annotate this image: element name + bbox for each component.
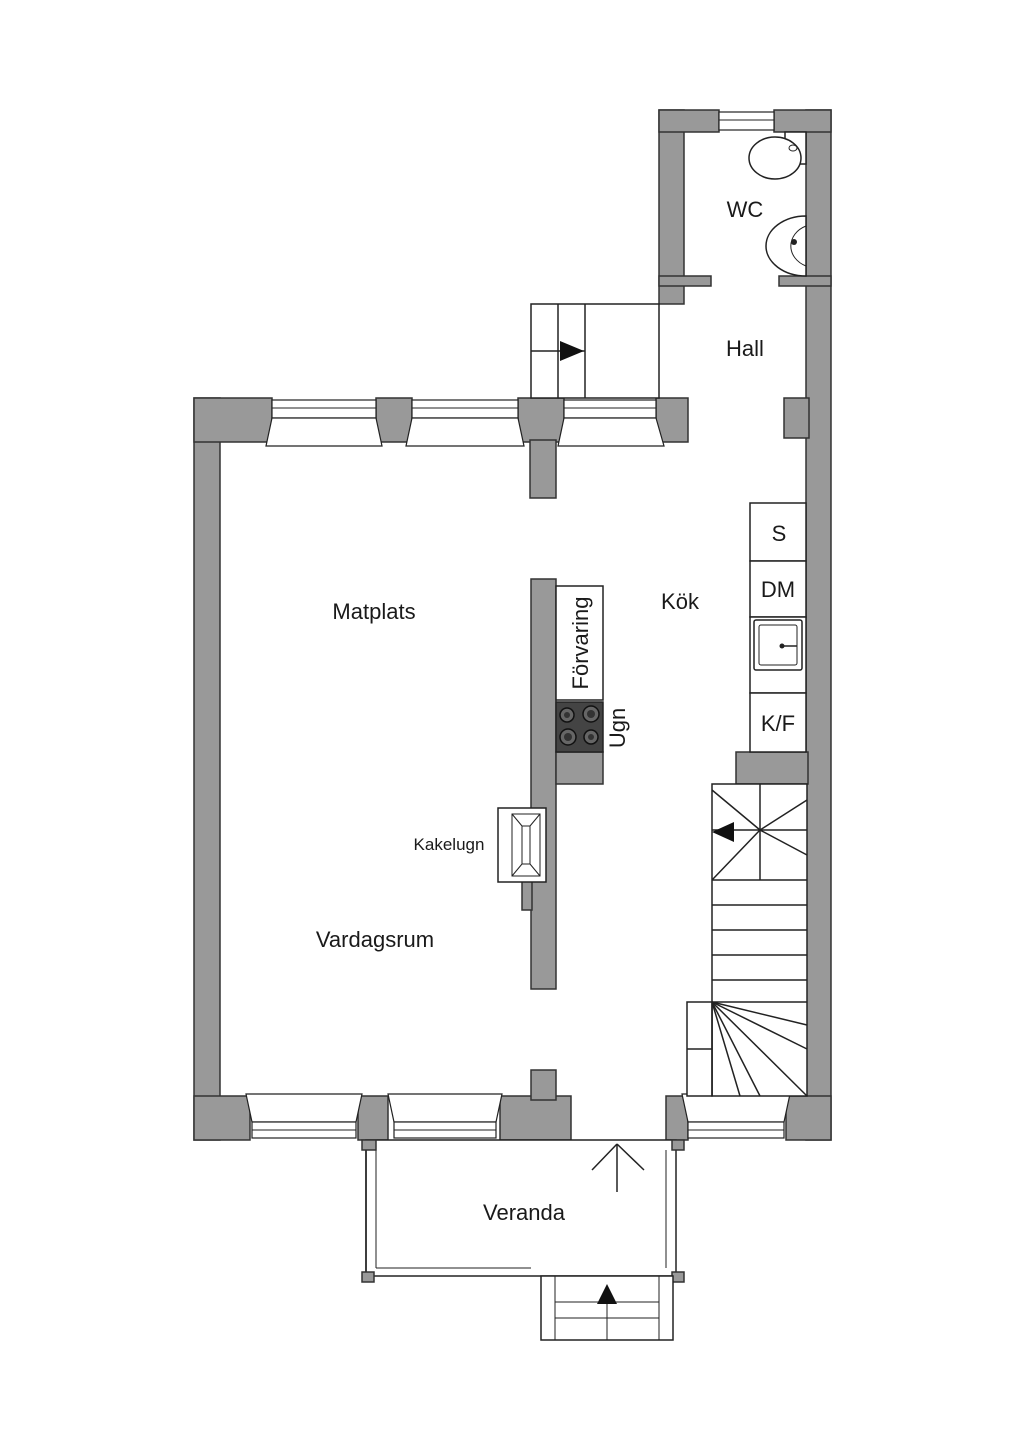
wall-bottom-stub <box>530 1069 557 1101</box>
wall-bottom-5 <box>785 1095 832 1141</box>
fixture-label-ugn: Ugn <box>605 708 630 748</box>
wall-wc-top-left <box>658 109 720 133</box>
walls <box>193 109 832 1141</box>
wall-kitchen-stairs <box>735 751 809 785</box>
window-top-2 <box>411 399 519 419</box>
window-top-1-sill <box>265 417 383 447</box>
window-wc <box>718 111 775 131</box>
wall-partition <box>530 578 557 990</box>
wall-wc-top-right <box>773 109 832 133</box>
veranda <box>361 1139 685 1283</box>
wall-partition-cabinet-base <box>555 751 604 785</box>
kitchen-sink-icon <box>753 619 803 671</box>
window-bottom-2-sill <box>387 1093 503 1123</box>
wall-wc-bottom-left <box>658 275 712 287</box>
rear-steps <box>530 303 660 399</box>
wall-top-1 <box>193 397 273 443</box>
front-steps-arrow-icon <box>597 1284 617 1304</box>
stairs-arrow-icon <box>560 341 584 361</box>
window-top-1 <box>271 399 377 419</box>
window-top-3-sill <box>557 417 665 447</box>
wall-stub-top <box>529 439 557 499</box>
room-label-veranda: Veranda <box>483 1200 566 1225</box>
entrance-arrow-icon <box>591 1143 645 1192</box>
fixture-label-dm: DM <box>761 577 795 602</box>
window-bottom-3-sill <box>681 1093 791 1123</box>
wall-bottom-3 <box>499 1095 572 1141</box>
washbasin-icon <box>765 215 807 277</box>
room-label-wc: WC <box>727 197 764 222</box>
labels: WC Hall Kök Matplats Vardagsrum Veranda … <box>316 197 795 1225</box>
stove-icon <box>555 701 604 753</box>
room-label-hall: Hall <box>726 336 764 361</box>
storage-cabinet <box>555 585 604 701</box>
stairs-up-arrow-icon <box>712 822 734 842</box>
fixture-label-kf: K/F <box>761 711 795 736</box>
wall-bottom-2 <box>357 1095 389 1141</box>
wall-wc-left <box>658 109 685 305</box>
fixture-label-kakelugn: Kakelugn <box>414 835 485 854</box>
wall-wc-bottom-right <box>778 275 832 287</box>
wall-left <box>193 397 221 1141</box>
fixture-label-forvaring: Förvaring <box>568 597 593 690</box>
room-label-vardagsrum: Vardagsrum <box>316 927 434 952</box>
counter-s <box>749 502 807 562</box>
wall-bottom-1 <box>193 1095 251 1141</box>
kakelugn-icon <box>497 807 547 911</box>
wall-right <box>805 109 832 1141</box>
window-bottom-1-sill <box>245 1093 363 1123</box>
window-top-2-sill <box>405 417 525 447</box>
window-top-3 <box>563 399 657 419</box>
front-steps <box>540 1275 674 1341</box>
staircase <box>686 783 808 1097</box>
windows <box>245 111 791 1139</box>
wall-hall-jamb <box>783 397 810 439</box>
wall-top-2 <box>375 397 413 443</box>
room-label-matplats: Matplats <box>332 599 415 624</box>
wall-top-3 <box>517 397 565 443</box>
fixture-label-s: S <box>772 521 787 546</box>
room-label-kok: Kök <box>661 589 700 614</box>
toilet-icon <box>748 131 807 180</box>
counter-kf <box>749 692 807 753</box>
